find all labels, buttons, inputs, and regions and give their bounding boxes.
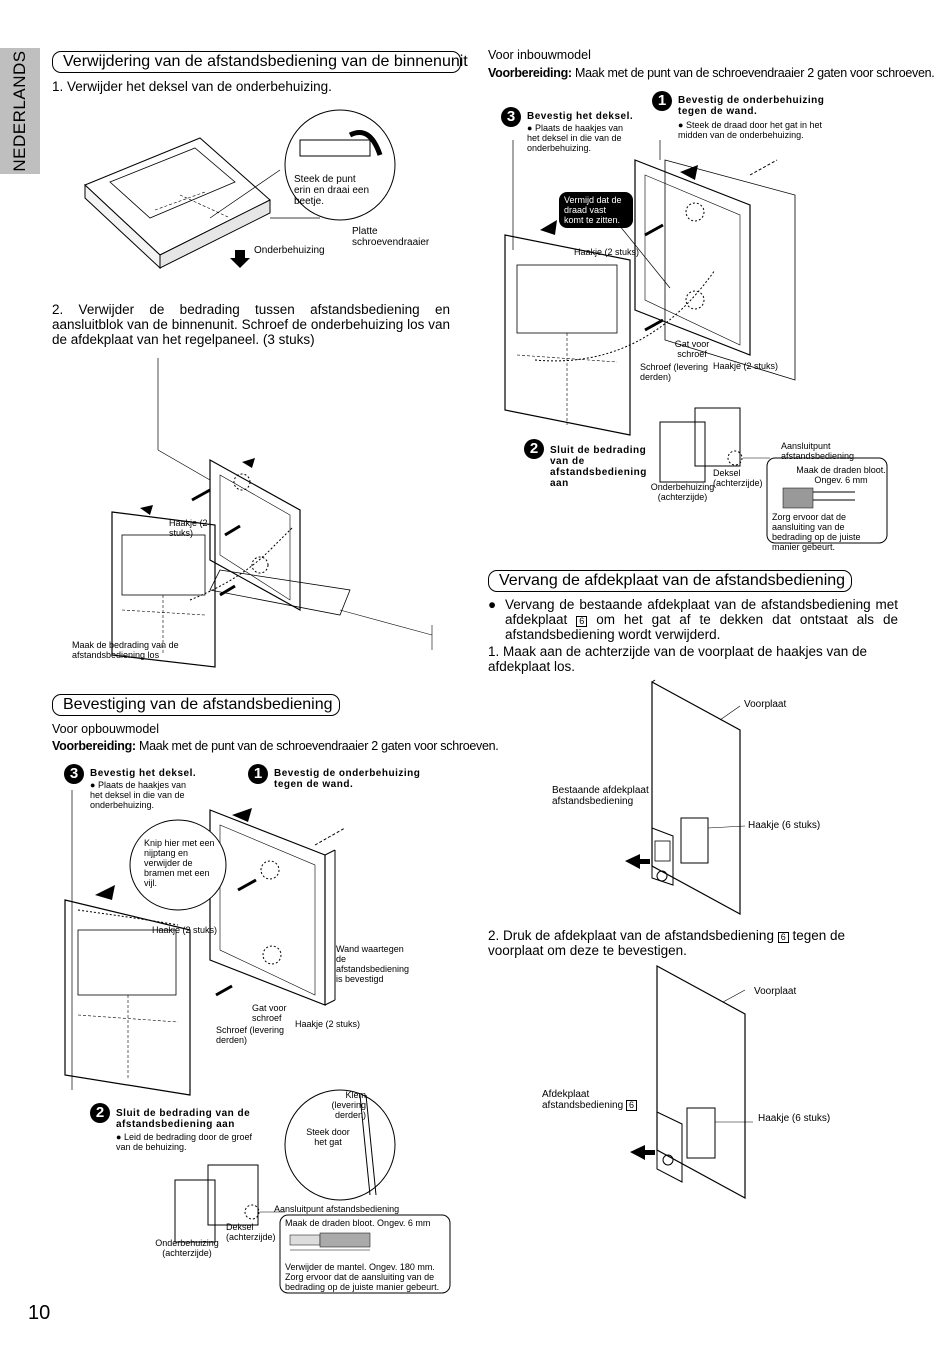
label-terminal-flush: Aansluitpunt afstandsbediening: [781, 441, 855, 461]
callout-cut-here: Knip hier met een nijptang en verwijder …: [144, 838, 215, 888]
label-cover-back-surface: Deksel (achterzijde): [226, 1222, 276, 1242]
label-clamp: Klem (levering derden): [331, 1090, 366, 1120]
flush-step-1-badge: 1: [652, 91, 672, 111]
label-cover-back-flush: Deksel (achterzijde): [713, 468, 763, 488]
front-plate-attach-illustration: [630, 964, 753, 1200]
flush-model-label: Voor inbouwmodel: [488, 48, 591, 62]
callout-insert-twist: Steek de punt erin en draai een beetje.: [294, 174, 370, 207]
remove-wiring-illustration: [111, 358, 433, 668]
replace-step2: 2. Druk de afdekplaat van de afstandsbed…: [488, 928, 846, 958]
mount-step2-title: Sluit de bedrading van de afstandsbedien…: [116, 1108, 251, 1130]
mount-step3-title: Bevestig het deksel.: [90, 768, 197, 779]
page-number: 10: [28, 1302, 51, 1324]
surface-model-label: Voor opbouwmodel: [52, 722, 160, 736]
flush-preparation: Voorbereiding: Maak met de punt van de s…: [488, 66, 935, 80]
label-wall: Wand waartegen de afstandsbediening is b…: [336, 944, 410, 984]
label-strip-flush: Maak de draden bloot. Ongev. 6 mm: [796, 465, 886, 485]
mount-step1-title: Bevestig de onderbehuizing tegen de wand…: [274, 768, 421, 790]
label-hooks-6b: Haakje (6 stuks): [758, 1113, 831, 1124]
removal-step1: 1. Verwijder het deksel van de onderbehu…: [52, 79, 332, 94]
front-plate-remove-illustration: [625, 679, 746, 916]
remove-cover-illustration: [84, 109, 396, 270]
step-3-badge: 3: [64, 764, 84, 784]
label-screw-flush: Schroef (levering derden): [640, 362, 709, 382]
flush-mount-illustration: [504, 140, 796, 436]
label-hooks-flush-2: Haakje (2 stuks): [713, 361, 779, 371]
label-insert-hole: Steek door het gat: [306, 1127, 350, 1147]
flush-step-2-badge: 2: [524, 439, 544, 459]
callout-avoid-pinch: Vermijd dat de draad vast komt te zitten…: [559, 192, 633, 228]
language-tab: NEDERLANDS: [0, 48, 40, 174]
flush-step2-title: Sluit de bedrading van de afstandsbedien…: [550, 445, 647, 489]
mounting-section-title: Bevestiging van de afstandsbediening: [52, 694, 340, 716]
label-terminal-surface: Aansluitpunt afstandsbediening: [274, 1204, 400, 1214]
label-hooks-surface-2: Haakje (2 stuks): [295, 1019, 361, 1029]
removal-step2: 2. Verwijder de bedrading tussen afstand…: [52, 302, 450, 347]
label-cover-plate: Afdekplaat afstandsbediening 6: [542, 1089, 652, 1111]
flush-step3-title: Bevestig het deksel.: [527, 111, 634, 122]
flush-step1-title: Bevestig de onderbehuizing tegen de wand…: [678, 95, 825, 117]
flush-step-3-badge: 3: [501, 107, 521, 127]
step-1-badge: 1: [248, 764, 268, 784]
label-hooks-flush: Haakje (2 stuks): [574, 247, 640, 257]
replace-section-title: Vervang de afdekplaat van de afstandsbed…: [488, 570, 852, 592]
label-flat-screwdriver: Platte schroevendraaier: [352, 226, 430, 248]
label-detach-wiring: Maak de bedrading van de afstandsbedieni…: [72, 640, 179, 660]
flush-step3-bullet: ● Plaats de haakjes van het deksel in di…: [527, 123, 623, 153]
replace-step1: 1. Maak aan de achterzijde van de voorpl…: [488, 644, 868, 674]
label-housing-back-surface: Onderbehuizing (achterzijde): [155, 1238, 219, 1258]
label-front-plate: Voorplaat: [744, 699, 787, 710]
mount-step3-bullet: ● Plaats de haakjes van het deksel in di…: [90, 780, 186, 810]
label-existing-cover: Bestaande afdekplaat afstandsbediening: [552, 785, 649, 807]
label-hooks-2: Haakje (2 stuks): [169, 518, 208, 538]
label-correct-wiring-flush: Zorg ervoor dat de aansluiting van de be…: [772, 512, 861, 552]
mount-step2-bullet: ● Leid de bedrading door de groef van de…: [116, 1132, 253, 1152]
label-hooks-surface: Haakje (2 stuks): [152, 925, 218, 935]
removal-section-title: Verwijdering van de afstandsbediening va…: [52, 51, 468, 73]
label-screw-hole-flush: Gat voor schroef: [674, 339, 710, 359]
label-housing-back-flush: Onderbehuizing (achterzijde): [650, 482, 715, 502]
label-hooks-6: Haakje (6 stuks): [748, 820, 821, 831]
surface-mount-illustration: [64, 790, 346, 1096]
label-sheath: Verwijder de mantel. Ongev. 180 mm. Zorg…: [285, 1262, 440, 1292]
label-screw-hole: Gat voor schroef: [252, 1003, 287, 1023]
mounting-preparation: Voorbereiding: Maak met de punt van de s…: [52, 739, 499, 753]
replace-bullet: ● Vervang de bestaande afdekplaat van de…: [488, 597, 898, 642]
label-lower-housing: Onderbehuizing: [254, 245, 325, 256]
flush-wiring-detail-illustration: [659, 407, 888, 544]
flush-step1-bullet: ● Steek de draad door het gat in het mid…: [678, 120, 823, 140]
label-strip-surface: Maak de draden bloot. Ongev. 6 mm: [285, 1218, 431, 1228]
label-front-plate-2: Voorplaat: [754, 986, 797, 997]
surface-wiring-detail-illustration: [174, 1089, 451, 1294]
step-2-badge: 2: [90, 1103, 110, 1123]
label-screw: Schroef (levering derden): [216, 1025, 285, 1045]
